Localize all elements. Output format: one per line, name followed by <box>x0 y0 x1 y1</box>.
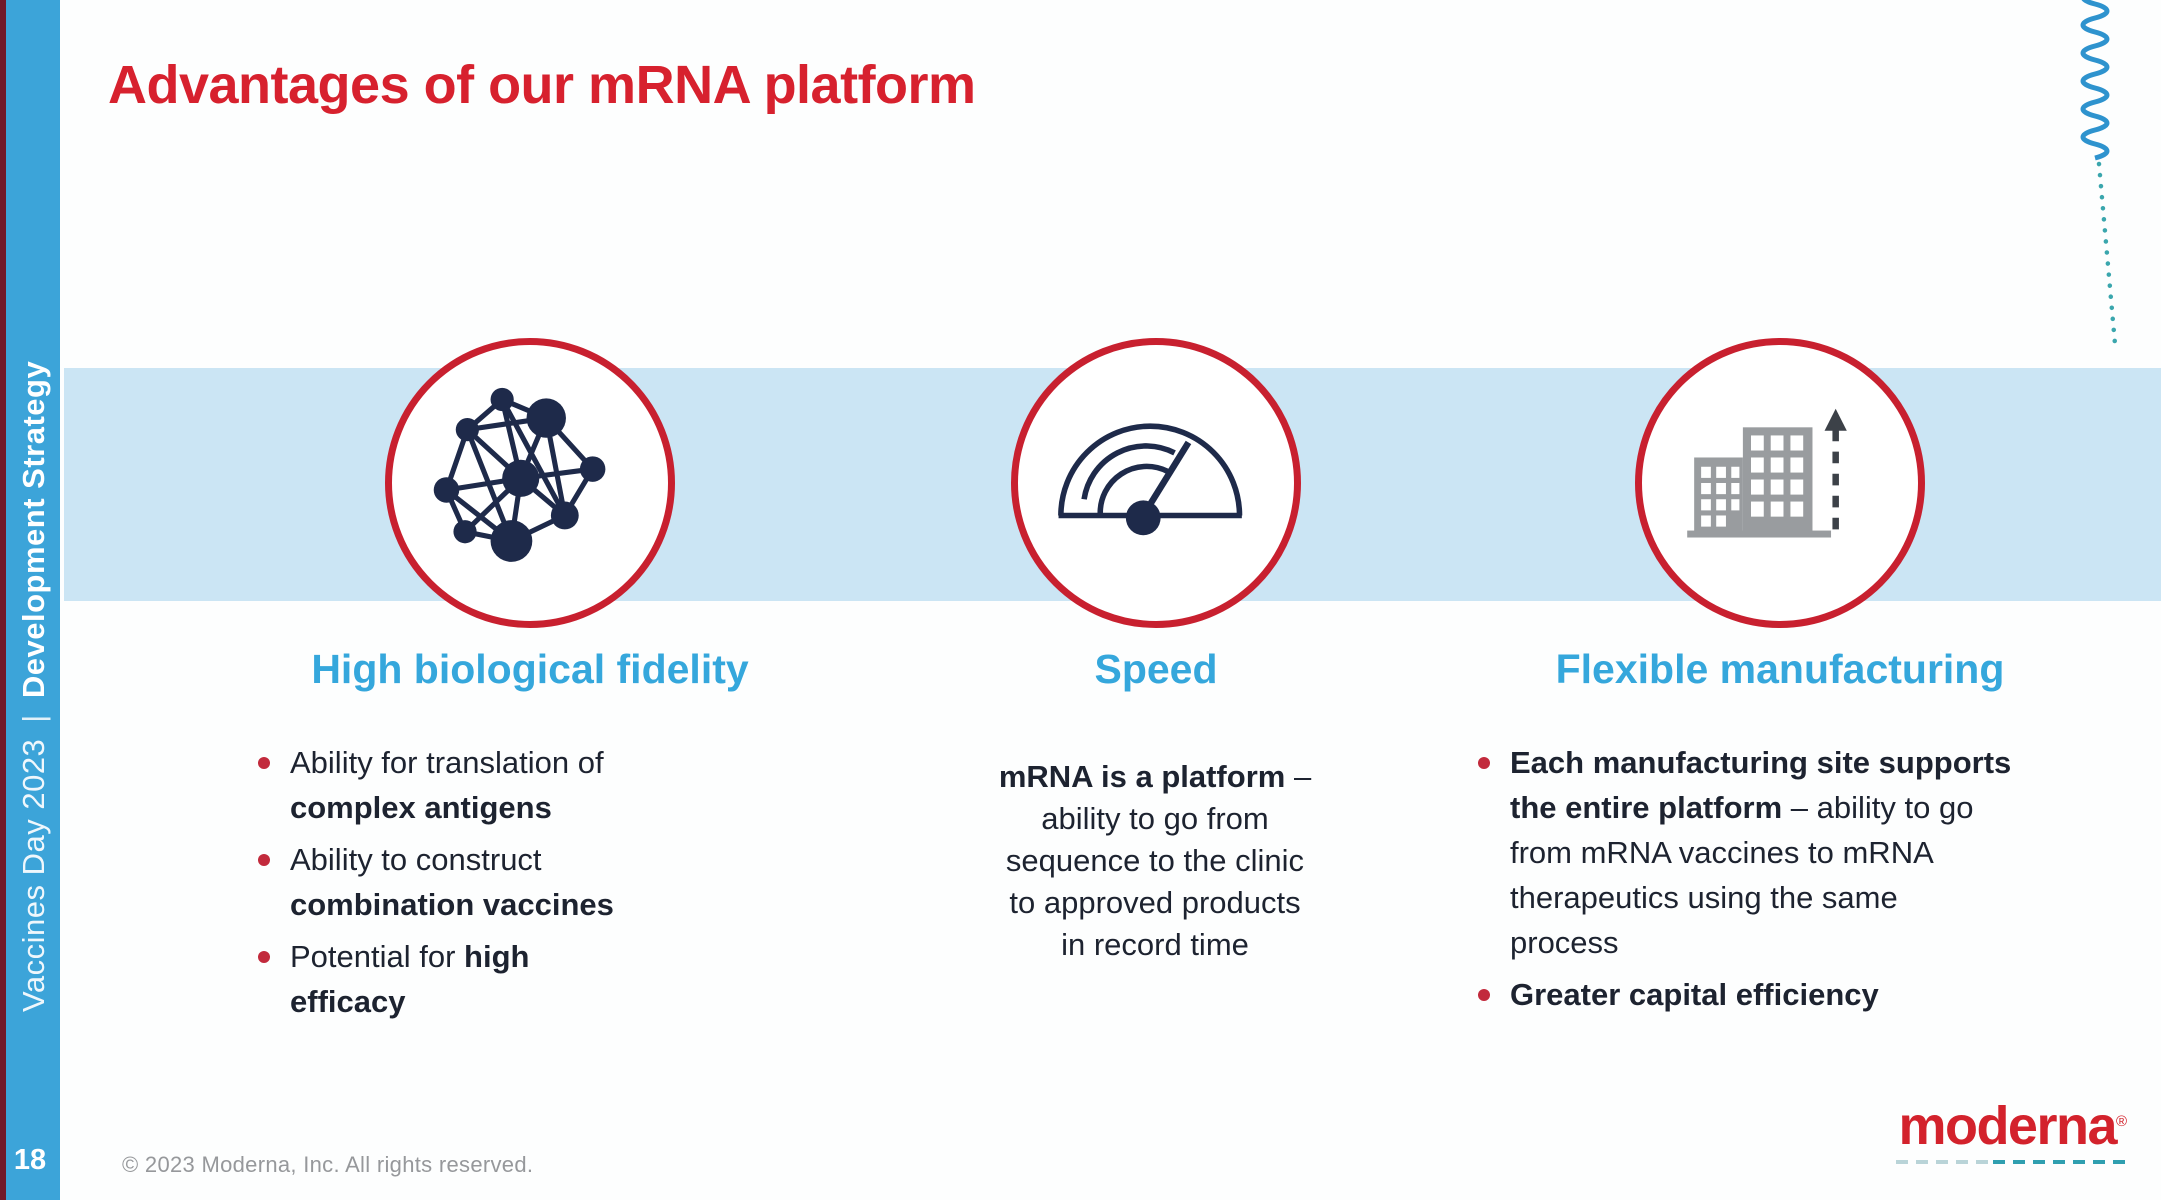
slide-title: Advantages of our mRNA platform <box>108 55 976 115</box>
column-3-bullet-list: Each manufacturing site supports the ent… <box>1478 740 2018 1024</box>
bullet-item: Each manufacturing site supports the ent… <box>1478 740 2018 965</box>
bullet-item: Ability for translation of complex antig… <box>258 740 778 830</box>
column-heading-speed: Speed <box>1094 646 1218 692</box>
speedometer-icon-circle <box>1011 338 1301 628</box>
bullet-marker <box>1478 989 1490 1001</box>
growth-arrow-icon <box>1824 408 1847 530</box>
bullet-marker <box>1478 757 1490 769</box>
column-heading-fidelity: High biological fidelity <box>311 646 749 692</box>
copyright-text: © 2023 Moderna, Inc. All rights reserved… <box>122 1152 534 1177</box>
buildings-icon-circle <box>1635 338 1925 628</box>
mrna-squiggle-icon <box>2080 0 2118 347</box>
column-heading-manufacturing: Flexible manufacturing <box>1555 646 2005 692</box>
page-number: 18 <box>13 1144 47 1176</box>
bullet-item: Potential for high efficacy <box>258 934 778 1024</box>
bullet-marker <box>258 757 270 769</box>
bullet-item: Greater capital efficiency <box>1478 972 2018 1017</box>
moderna-wordmark: moderna® <box>1898 1096 2127 1156</box>
buildings-icon <box>1687 408 1847 538</box>
sidebar-separator: | <box>16 714 51 723</box>
speedometer-icon <box>1058 423 1243 536</box>
sidebar-vertical-label: Vaccines Day 2023 | Development Strategy <box>16 361 52 1012</box>
network-icon <box>433 387 606 562</box>
network-icon-circle <box>385 338 675 628</box>
column-2-paragraph: mRNA is a platform – ability to go from … <box>998 759 1312 962</box>
bullet-item: Ability to construct combination vaccine… <box>258 837 778 927</box>
sidebar <box>0 0 60 1200</box>
sidebar-event-label: Vaccines Day 2023 <box>16 738 51 1012</box>
moderna-logo: moderna® <box>1888 1094 2136 1164</box>
registered-mark: ® <box>2116 1113 2127 1130</box>
bullet-marker <box>258 854 270 866</box>
logo-dashes-icon <box>1896 1160 2128 1164</box>
sidebar-edge-stripe <box>0 0 6 1200</box>
column-1-bullet-list: Ability for translation of complex antig… <box>258 740 778 1031</box>
bullet-marker <box>258 951 270 963</box>
sidebar-track-label: Development Strategy <box>16 360 51 699</box>
